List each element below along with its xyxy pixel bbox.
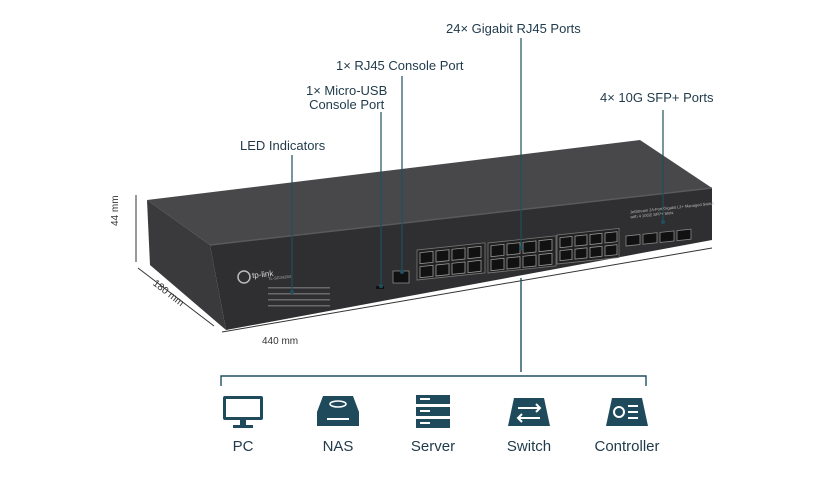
switch-top-surface (147, 140, 712, 245)
switch-left-side (147, 200, 226, 330)
pc-icon (223, 396, 263, 428)
connection-label-nas: NAS (322, 438, 354, 455)
server-icon (416, 395, 450, 428)
connection-bracket (220, 278, 647, 386)
led-indicator-grid (268, 287, 330, 307)
microusb-console-label-line2: Console Port (309, 97, 385, 112)
switch-icon (508, 398, 550, 426)
width-dimension-label: 440 mm (262, 336, 299, 347)
sfp-ports-label: 4× 10G SFP+ Ports (600, 90, 714, 105)
height-dimension-label: 44 mm (110, 195, 121, 226)
callout-lines (291, 38, 664, 292)
rj45-console-label: 1× RJ45 Console Port (336, 58, 464, 73)
nas-icon (317, 396, 359, 426)
controller-icon (606, 398, 648, 426)
tp-link-logo-icon (237, 270, 251, 284)
sfp-ports-block (625, 228, 692, 247)
microusb-console-label-line1: 1× Micro-USB (306, 83, 388, 98)
connection-label-server: Server (410, 438, 456, 455)
connection-label-controller: Controller (594, 438, 660, 455)
connection-label-pc: PC (232, 438, 254, 455)
led-indicators-label: LED Indicators (240, 138, 326, 153)
gigabit-ports-block (416, 228, 620, 281)
dimension-lines (135, 195, 713, 333)
connection-label-switch: Switch (506, 438, 552, 455)
gigabit-ports-label: 24× Gigabit RJ45 Ports (446, 21, 581, 36)
microusb-console-label: 1× Micro-USB Console Port (306, 84, 387, 112)
